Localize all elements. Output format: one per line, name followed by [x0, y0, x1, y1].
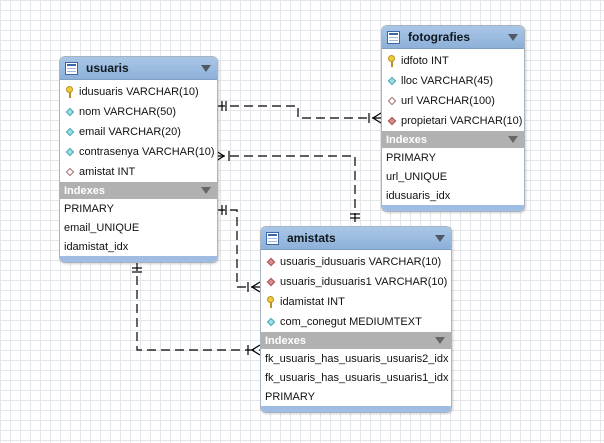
- indexes-header[interactable]: Indexes: [382, 131, 524, 148]
- index-row[interactable]: email_UNIQUE: [64, 221, 140, 234]
- table-icon: [387, 30, 400, 44]
- primary-key-icon: [64, 86, 76, 98]
- column-row[interactable]: contrasenya VARCHAR(10): [60, 142, 217, 162]
- connector-many-mark: [250, 344, 261, 356]
- table-footer: [382, 205, 524, 211]
- table-fotografies[interactable]: fotografies idfoto INT lloc VARCHAR(45) …: [381, 25, 525, 212]
- index-row[interactable]: fk_usuaris_has_usuaris_usuaris1_idx: [265, 371, 449, 384]
- column-row[interactable]: usuaris_idusuaris1 VARCHAR(10): [261, 272, 451, 292]
- index-row[interactable]: PRIMARY: [386, 151, 436, 164]
- index-row[interactable]: url_UNIQUE: [386, 170, 448, 183]
- column-diamond-icon: [64, 126, 76, 138]
- table-header[interactable]: usuaris: [60, 57, 217, 80]
- index-row[interactable]: PRIMARY: [265, 390, 315, 403]
- connector-many-mark: [215, 150, 226, 162]
- column-row[interactable]: com_conegut MEDIUMTEXT: [261, 312, 451, 332]
- connector-many-mark: [250, 281, 261, 293]
- column-diamond-icon: [386, 75, 398, 87]
- column-row[interactable]: lloc VARCHAR(45): [382, 71, 524, 91]
- index-row[interactable]: idamistat_idx: [64, 240, 129, 253]
- column-row[interactable]: idamistat INT: [261, 292, 451, 312]
- column-diamond-icon: [265, 316, 277, 328]
- column-row[interactable]: nom VARCHAR(50): [60, 102, 217, 122]
- indexes-header[interactable]: Indexes: [60, 182, 217, 199]
- table-footer: [261, 406, 451, 412]
- collapse-triangle-icon[interactable]: [508, 136, 518, 143]
- collapse-triangle-icon[interactable]: [435, 337, 445, 344]
- collapse-triangle-icon[interactable]: [435, 235, 445, 242]
- relationship-usuaris-amistats-bottom[interactable]: [136, 262, 260, 351]
- primary-key-icon: [265, 296, 277, 308]
- column-row[interactable]: amistat INT: [60, 162, 217, 182]
- relationship-usuaris-fotografies[interactable]: [216, 105, 381, 119]
- table-amistats[interactable]: amistats usuaris_idusuaris VARCHAR(10) u…: [260, 226, 452, 413]
- foreign-key-icon: [265, 276, 277, 288]
- table-icon: [266, 231, 279, 245]
- connector-many-mark: [371, 112, 382, 124]
- table-name: amistats: [287, 231, 336, 245]
- index-row[interactable]: idusuaris_idx: [386, 189, 451, 202]
- relationship-usuaris-amistats-top[interactable]: [216, 155, 356, 226]
- column-row[interactable]: idfoto INT: [382, 51, 524, 71]
- collapse-triangle-icon[interactable]: [508, 34, 518, 41]
- nullable-column-icon: [386, 95, 398, 107]
- collapse-triangle-icon[interactable]: [201, 65, 211, 72]
- column-row[interactable]: propietari VARCHAR(10): [382, 111, 524, 131]
- column-diamond-icon: [64, 146, 76, 158]
- table-header[interactable]: fotografies: [382, 26, 524, 49]
- table-name: fotografies: [408, 30, 471, 44]
- nullable-column-icon: [64, 166, 76, 178]
- indexes-header[interactable]: Indexes: [261, 332, 451, 349]
- table-header[interactable]: amistats: [261, 227, 451, 250]
- index-row[interactable]: PRIMARY: [64, 202, 114, 215]
- table-icon: [65, 61, 78, 75]
- column-row[interactable]: usuaris_idusuaris VARCHAR(10): [261, 252, 451, 272]
- column-diamond-icon: [64, 106, 76, 118]
- relationship-usuaris-amistats-middle[interactable]: [216, 209, 260, 288]
- table-footer: [60, 256, 217, 262]
- primary-key-icon: [386, 55, 398, 67]
- table-name: usuaris: [86, 61, 129, 75]
- foreign-key-icon: [386, 115, 398, 127]
- index-row[interactable]: fk_usuaris_has_usuaris_usuaris2_idx: [265, 352, 449, 365]
- column-row[interactable]: email VARCHAR(20): [60, 122, 217, 142]
- foreign-key-icon: [265, 256, 277, 268]
- column-row[interactable]: url VARCHAR(100): [382, 91, 524, 111]
- table-usuaris[interactable]: usuaris idusuaris VARCHAR(10) nom VARCHA…: [59, 56, 218, 263]
- column-row[interactable]: idusuaris VARCHAR(10): [60, 82, 217, 102]
- collapse-triangle-icon[interactable]: [201, 187, 211, 194]
